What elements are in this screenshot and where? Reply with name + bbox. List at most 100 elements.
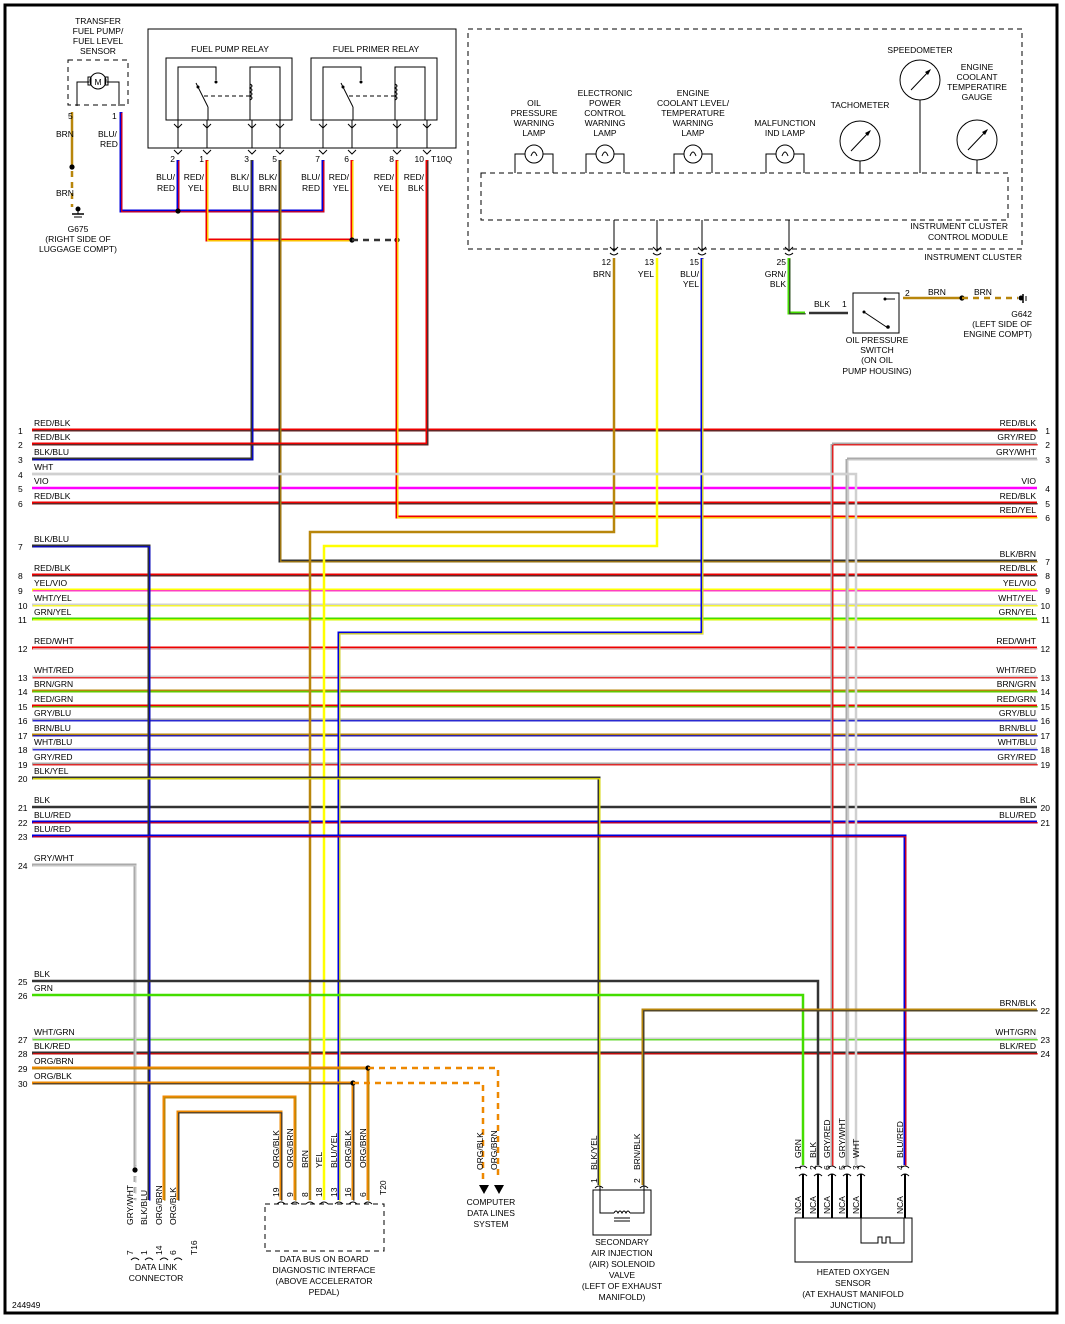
left-pin-18: 18 [18,745,28,755]
lamp-filament [781,151,789,157]
wire-base [32,993,805,1165]
wire-row-30 [32,1081,355,1201]
dbi-wire-label: ORG/BRN [358,1128,368,1168]
wire-o2-wht [32,472,858,1165]
left-pin-20: 20 [18,774,28,784]
right-pin-9: 9 [1045,586,1050,596]
gauge-needle-tip [925,69,931,75]
left-wire-label-21: BLK [34,795,50,805]
wire-stripe [178,1112,283,1201]
dlc-name: T16 [189,1240,199,1255]
right-pin-14: 14 [1041,687,1051,697]
o2-wire-label: WHT [851,1139,861,1158]
right-wire-label-1: RED/BLK [1000,418,1037,428]
left-wire-label-18: WHT/BLU [34,737,72,747]
left-wire-label-28: BLK/RED [34,1041,70,1051]
solenoid-pin-terminal [594,1185,649,1189]
cluster-pin-13: 13 [645,257,655,267]
relay-wire-label: RED/ [374,172,395,182]
dbi-pin-13: 13 [329,1187,339,1197]
right-pin-11: 11 [1041,615,1050,625]
ground-wire-label: BRN [56,188,74,198]
oil-switch-label-3: (ON OIL [861,355,893,365]
wire-pump-blu-red [119,112,179,213]
wire-base [641,1008,1037,1185]
right-pin-21: 21 [1041,818,1051,828]
o2-pin-2: 2 [808,1165,818,1170]
transfer-pump-label-4: SENSOR [80,46,116,56]
lamp-icon [524,144,544,164]
dbi-pin-terminal [290,1201,300,1205]
dlc-pin-14: 14 [154,1245,164,1255]
wire-row-27 [32,1037,1038,1041]
wire-stripe [32,160,254,461]
right-pin-16: 16 [1041,716,1051,726]
ground-icon [72,206,84,218]
wire-row-15 [32,704,1038,708]
wire-base [32,863,137,1165]
right-wire-label-14: BRN/GRN [997,679,1036,689]
wire-stripe [643,1010,1038,1186]
relay-pin-5: 5 [272,154,277,164]
wire-base [32,834,907,1165]
oil-switch-label-4: PUMP HOUSING) [842,366,911,376]
wire-row-16 [32,718,1038,722]
wire-row-10 [32,603,1038,607]
lamp-label: CONTROL [584,108,626,118]
wire-row-9 [32,588,1038,592]
transfer-pump-housing [67,59,129,106]
dlc-label-1: DATA LINK [135,1262,178,1272]
wire-stripe [32,865,137,1166]
right-pin-3: 3 [1045,455,1050,465]
right-pin-2: 2 [1045,440,1050,450]
relay-coil-line [249,66,281,120]
right-wire-label-7: BLK/BRN [1000,549,1036,559]
left-pin-7: 7 [18,542,23,552]
dlc-pin-terminal [144,1257,154,1261]
lamp-label: PRESSURE [511,108,558,118]
dbi-pin-terminal [305,1201,315,1205]
relay-wire-label: BLU/ [156,172,176,182]
wire-row-18 [32,747,1038,751]
left-wire-label-17: BRN/BLU [34,723,71,733]
wire-row-26 [32,993,805,1165]
dbi-label-1: DATA BUS ON BOARD [280,1254,368,1264]
transfer-pump-label-1: TRANSFER [75,16,121,26]
relay-wire-label: RED/ [329,172,350,182]
relay-pin-10: 10 [415,154,425,164]
g675-label-1: G675 [68,224,89,234]
wire-base [337,258,704,1200]
o2-nca-label: NCA [808,1196,818,1214]
left-pin-22: 22 [18,818,28,828]
left-wire-label-26: GRN [34,983,53,993]
air-solenoid-valve: 1 2 BLK/YEL BRN/BLK SECONDARY AIR INJECT… [582,1133,662,1302]
cluster-pin-15: 15 [690,257,700,267]
right-wire-label-9: YEL/VIO [1003,578,1036,588]
solenoid-label-5: (LEFT OF EXHAUST [582,1281,662,1291]
lamp-label: LAMP [681,128,704,138]
lamp-label: ENGINE [677,88,710,98]
o2-pin-1: 1 [793,1165,803,1170]
o2-wire-label: BLK [808,1142,818,1158]
wire-relay-to-right-6 [395,160,1038,519]
wire-stripe [121,112,179,213]
lamp-label: TEMPERATURE [661,108,725,118]
right-wire-label-23: WHT/GRN [995,1027,1036,1037]
relay-wire-label: RED [157,183,175,193]
relay-pin-3: 3 [244,154,249,164]
right-pin-4: 4 [1045,484,1050,494]
dlc-label-2: CONNECTOR [129,1273,184,1283]
right-pin-1: 1 [1045,426,1050,436]
right-pin-24: 24 [1041,1049,1051,1059]
cluster-wire-label: GRN/ [765,269,787,279]
cluster-lamps-and-gauges: OILPRESSUREWARNINGLAMPELECTRONICPOWERCON… [511,45,1007,173]
dbi-wire-label: YEL [314,1152,324,1168]
relay-wire-label: RED/ [404,172,425,182]
left-pin-21: 21 [18,803,28,813]
wire-row-12 [32,646,1038,650]
o2-nca-label: NCA [793,1196,803,1214]
dlc-pin-terminal [159,1257,169,1261]
solenoid-pin-2: 2 [632,1178,642,1183]
wire-row-8 [32,573,1038,577]
